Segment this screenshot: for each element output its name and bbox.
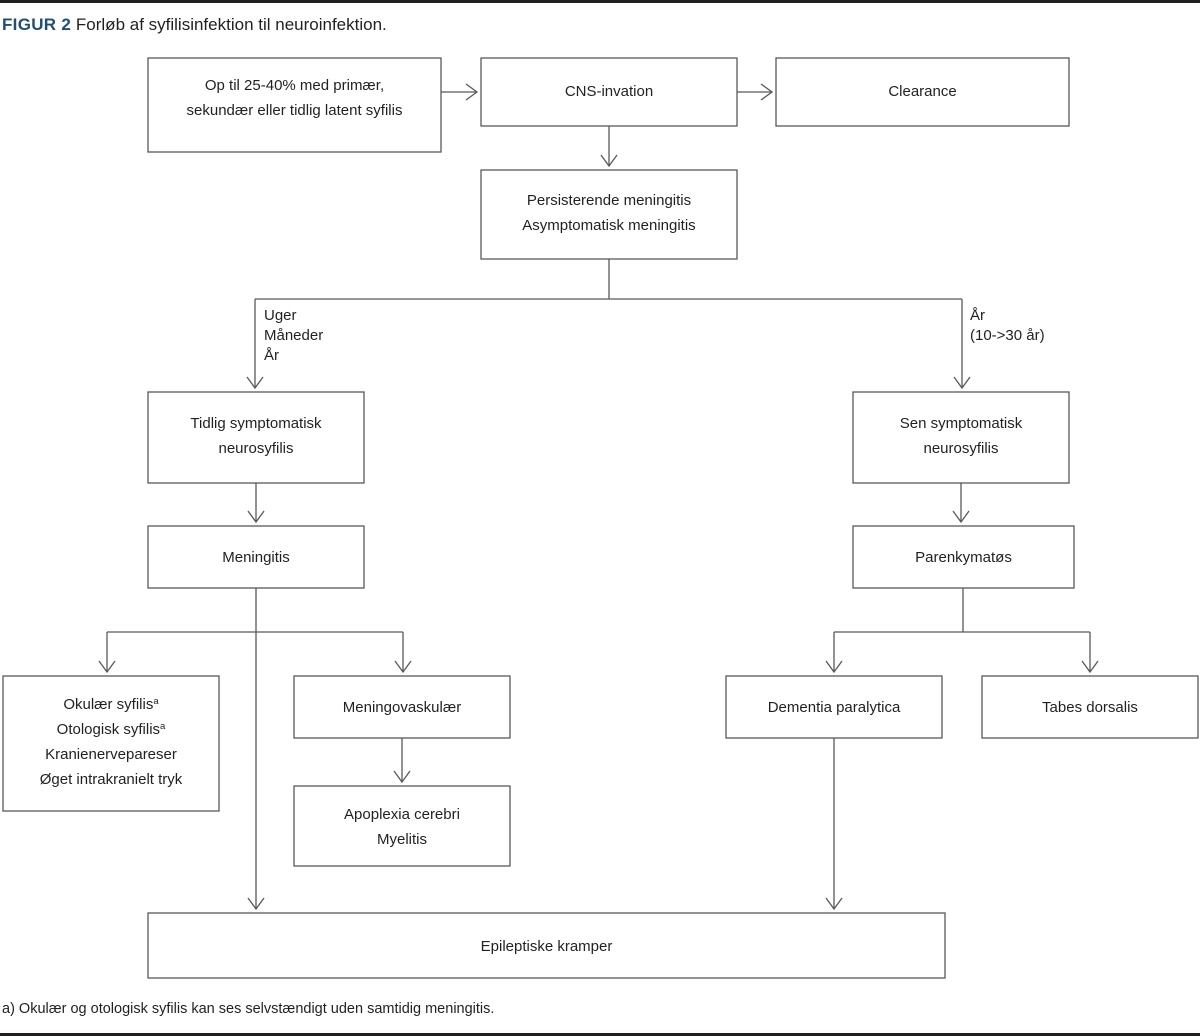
node-meningitis: Meningitis	[147, 525, 365, 589]
node-ocular-syphilis-line4: Øget intrakranielt tryk	[40, 771, 183, 788]
node-primary-syphilis-box	[147, 57, 442, 153]
node-ocular-syphilis-line1: Okulær syfilisa	[63, 696, 159, 714]
node-primary-syphilis: Op til 25-40% med primær, sekundær eller…	[147, 57, 442, 153]
node-persistent-meningitis-line1: Persisterende meningitis	[527, 192, 691, 209]
node-apoplexia-cerebri: Apoplexia cerebri Myelitis	[293, 785, 511, 867]
node-epileptic-seizures-box	[147, 912, 946, 979]
node-clearance-box	[775, 57, 1070, 127]
node-tabes-dorsalis-line1: Tabes dorsalis	[1042, 699, 1138, 716]
top-rule	[0, 0, 1200, 3]
node-apoplexia-cerebri-line2: Myelitis	[377, 831, 427, 848]
edge-label-right-branch-1: År	[970, 307, 985, 324]
node-cns-invasion-line1: CNS-invation	[565, 83, 653, 100]
node-apoplexia-cerebri-line1: Apoplexia cerebri	[344, 806, 460, 823]
node-dementia-paralytica: Dementia paralytica	[725, 675, 943, 739]
node-ocular-syphilis-line2: Otologisk syfilisa	[57, 721, 166, 739]
node-meningitis-line1: Meningitis	[222, 549, 290, 566]
edge-primary-to-cns	[441, 83, 479, 101]
edge-cns-to-clearance	[737, 83, 774, 101]
node-early-neurosyphilis-line1: Tidlig symptomatisk	[190, 415, 322, 432]
node-dementia-paralytica-box	[725, 675, 943, 739]
node-late-neurosyphilis-line2: neurosyfilis	[923, 440, 998, 457]
edge-dementia-to-seizures	[825, 738, 843, 911]
node-late-neurosyphilis-box	[852, 391, 1070, 484]
node-parenchymatous-box	[852, 525, 1075, 589]
node-late-neurosyphilis: Sen symptomatisk neurosyfilis	[852, 391, 1070, 484]
edge-label-left-branch-2: Måneder	[264, 327, 323, 344]
node-cns-invasion: CNS-invation	[480, 57, 738, 127]
node-meningovascular: Meningovaskulær	[293, 675, 511, 739]
node-persistent-meningitis: Persisterende meningitis Asymptomatisk m…	[480, 169, 738, 260]
edge-label-right-branch-2: (10->30 år)	[970, 327, 1045, 344]
node-apoplexia-cerebri-box	[293, 785, 511, 867]
node-primary-syphilis-line2: sekundær eller tidlig latent syfilis	[187, 102, 403, 119]
node-cns-invasion-box	[480, 57, 738, 127]
edge-late-neuro-to-parenchymatous	[952, 483, 970, 524]
node-early-neurosyphilis: Tidlig symptomatisk neurosyfilis	[147, 391, 365, 484]
edge-meningovascular-to-apoplexia	[393, 738, 411, 784]
edge-persistent-meningitis-branch: Uger Måneder År År (10->30 år)	[246, 259, 1045, 390]
node-ocular-syphilis-box	[2, 675, 220, 812]
node-tabes-dorsalis-box	[981, 675, 1199, 739]
figure-caption: Forløb af syfilisinfektion til neuroinfe…	[75, 15, 387, 34]
node-early-neurosyphilis-line2: neurosyfilis	[218, 440, 293, 457]
edge-label-left-branch-1: Uger	[264, 307, 297, 324]
node-meningovascular-box	[293, 675, 511, 739]
bottom-rule	[0, 1033, 1200, 1036]
node-tabes-dorsalis: Tabes dorsalis	[981, 675, 1199, 739]
node-epileptic-seizures: Epileptiske kramper	[147, 912, 946, 979]
node-parenchymatous: Parenkymatøs	[852, 525, 1075, 589]
edge-cns-to-persistent-meningitis	[600, 126, 618, 168]
node-meningovascular-line1: Meningovaskulær	[343, 699, 461, 716]
node-persistent-meningitis-box	[480, 169, 738, 260]
node-epileptic-seizures-line1: Epileptiske kramper	[481, 938, 613, 955]
node-clearance-line1: Clearance	[888, 83, 956, 100]
node-clearance: Clearance	[775, 57, 1070, 127]
edge-parenchymatous-branch	[825, 588, 1099, 674]
node-primary-syphilis-line1: Op til 25-40% med primær,	[205, 77, 384, 94]
edge-label-left-branch-3: År	[264, 347, 279, 364]
figure-number-label: FIGUR 2	[2, 15, 72, 34]
edge-meningitis-branch	[98, 588, 412, 911]
node-early-neurosyphilis-box	[147, 391, 365, 484]
figure-title: FIGUR 2 Forløb af syfilisinfektion til n…	[2, 14, 387, 36]
node-parenchymatous-line1: Parenkymatøs	[915, 549, 1012, 566]
figure-footnote: a) Okulær og otologisk syfilis kan ses s…	[2, 1001, 495, 1017]
edge-early-neuro-to-meningitis	[247, 483, 265, 524]
node-late-neurosyphilis-line1: Sen symptomatisk	[900, 415, 1023, 432]
node-ocular-syphilis: Okulær syfilisa Otologisk syfilisa Krani…	[2, 675, 220, 812]
node-meningitis-box	[147, 525, 365, 589]
node-ocular-syphilis-line3: Kranienervepareser	[45, 746, 177, 763]
node-dementia-paralytica-line1: Dementia paralytica	[768, 699, 901, 716]
node-persistent-meningitis-line2: Asymptomatisk meningitis	[522, 217, 695, 234]
